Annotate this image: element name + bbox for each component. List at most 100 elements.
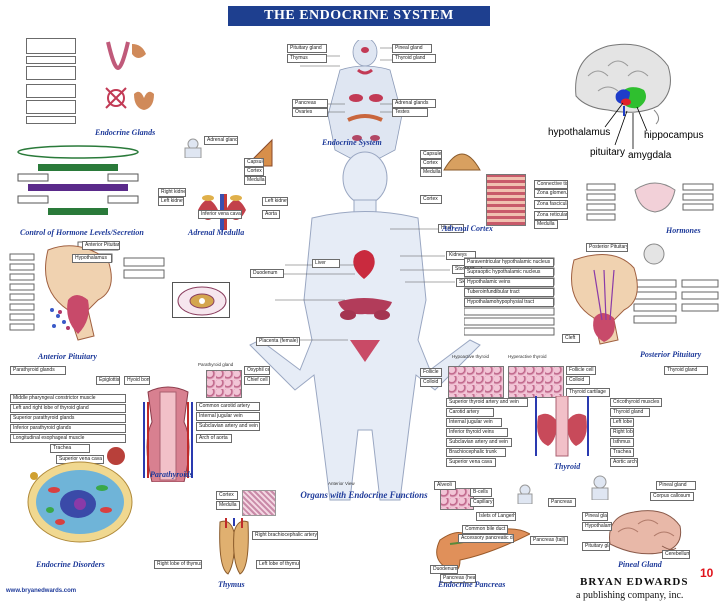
control-panel — [8, 144, 148, 226]
pituitary-label: Hypothalamohypophysial tract — [464, 298, 554, 307]
thyroid-label: Superior thyroid artery and vein — [446, 398, 528, 407]
parathyroid-label: Subclavian artery and vein — [196, 422, 260, 431]
parathyroid-label: Middle pharyngeal constrictor muscle — [10, 394, 126, 403]
brain-label-pituitary: pituitary — [590, 147, 626, 158]
endocrine-glands-panel — [26, 36, 156, 126]
cortex-label: Zona glomerulosa — [534, 189, 568, 198]
pituitary-label: Cleft — [562, 334, 580, 343]
thymus-label: Cortex — [216, 491, 238, 500]
parathyroid-heading: Parathyroid gland — [198, 362, 234, 367]
pituitary-label: Hypothalamic veins — [464, 278, 554, 287]
parathyroid-label: Common carotid artery — [196, 402, 260, 411]
cortex-label: Medulla — [420, 168, 442, 177]
pancreas-label: Accessory pancreatic duct — [458, 534, 514, 543]
thyroid-label: Left lobe — [610, 418, 634, 427]
upper-figure — [327, 40, 403, 159]
adrenal-label: Left kidney — [262, 197, 288, 206]
publisher-url: www.bryanedwards.com — [6, 588, 77, 594]
thyroid-label: Brachiocephalic trunk — [446, 448, 506, 457]
pituitary-label: Posterior Pituitary — [586, 243, 628, 252]
caption-endocrine-system: Endocrine System — [322, 138, 382, 147]
thyroid-panel: Hypoactive thyroid Hyperactive thyroid — [444, 354, 614, 398]
parathyroid-label: Trachea — [50, 444, 90, 453]
system-label: Pancreas — [292, 99, 328, 108]
thymus-label: Medulla — [216, 501, 240, 510]
brain-label-hippocampus: hippocampus — [644, 130, 704, 141]
thyroid-label: Aortic arch — [610, 458, 638, 467]
adrenal-cortex-panel — [420, 138, 530, 228]
caption-endocrine-pancreas: Endocrine Pancreas — [438, 580, 506, 589]
thyroid-label: Thyroid gland — [610, 408, 650, 417]
body-organs — [338, 250, 392, 362]
thyroid-label: Isthmus — [610, 438, 634, 447]
caption-pineal-gland: Pineal Gland — [618, 560, 662, 569]
adrenal-label: Right kidney — [158, 188, 186, 197]
publisher-subtitle: a publishing company, inc. — [576, 590, 684, 601]
body-label: Heart — [438, 224, 464, 233]
system-label: Thyroid gland — [392, 54, 436, 63]
thyroid-label: Follicle — [420, 368, 442, 377]
body-label: Placenta (female) — [256, 337, 300, 346]
caption-anterior-pituitary: Anterior Pituitary — [38, 352, 97, 361]
thymus-label: Left lobe of thymus — [256, 560, 300, 569]
caption-adrenal-cortex: Adrenal Cortex — [442, 224, 493, 233]
caption-hormones: Hormones — [666, 226, 701, 235]
thyroid-label: Carotid artery — [446, 408, 494, 417]
thyroid-label: Right lobe — [610, 428, 634, 437]
cortex-label: Connective tissue — [534, 180, 568, 189]
cortex-label: Zona fasciculata — [534, 200, 568, 209]
thyroid-label: Internal jugular vein — [446, 418, 502, 427]
pancreas-label: Pancreas (tail) — [530, 536, 568, 545]
system-label: Testes — [392, 108, 428, 117]
anterior-pituitary-panel — [8, 240, 178, 350]
hormones-panel — [585, 180, 715, 228]
thyroid-hyper: Hyperactive thyroid — [508, 354, 547, 359]
parathyroid-label: Internal jugular vein — [196, 412, 260, 421]
caption-organs: Organs with Endocrine Functions — [300, 490, 428, 500]
pituitary-label: Anterior Pituitary — [82, 241, 120, 250]
cortex-label: Cortex — [420, 195, 442, 204]
brain-leaders — [604, 102, 648, 149]
parathyroid-label: Parathyroid glands — [10, 366, 66, 375]
cell-illustration — [27, 447, 133, 543]
thyroid-label: Follicle cell — [566, 366, 596, 375]
parathyroid-label: Inferior parathyroid glands — [10, 424, 126, 433]
parathyroid-label: Longitudinal esophageal muscle — [10, 434, 126, 443]
pancreas-label: B-cells — [470, 488, 492, 497]
publisher-name: Bryan Edwards — [580, 576, 689, 588]
thyroid-hypo: Hypoactive thyroid — [452, 354, 490, 359]
pineal-label: Pineal gland — [656, 481, 696, 490]
pituitary-label: Paraventricular hypothalamic nucleus — [464, 258, 554, 267]
cortex-label: Zona reticularis — [534, 211, 568, 220]
pituitary-label: Supraoptic hypothalamic nucleus — [464, 268, 554, 277]
pineal-brain — [609, 510, 682, 555]
parathyroid-label: Arch of aorta — [196, 434, 232, 443]
caption-thyroid: Thyroid — [554, 462, 581, 471]
adrenal-label: Inferior vena cava — [198, 210, 242, 219]
pancreas-label: Pancreas — [548, 498, 576, 507]
system-label: Adrenal glands — [392, 99, 436, 108]
thymus-label: Right lobe of thymus — [154, 560, 202, 569]
adrenal-label: Capsule — [244, 158, 264, 167]
body-figure — [249, 40, 481, 501]
anterior-view-label: Anterior View — [328, 481, 355, 486]
adrenal-label: Adrenal glands — [204, 136, 238, 145]
caption-parathyroids: Parathyroids — [150, 470, 193, 479]
pancreas-label: Capillary — [470, 498, 494, 507]
brain-label-amygdala: amygdala — [628, 150, 672, 161]
caption-endocrine-disorders: Endocrine Disorders — [36, 560, 105, 569]
pituitary-label: Hypothalamus — [72, 254, 112, 263]
brain-inset — [568, 36, 678, 126]
parathyroid-label: Oxyphil cell — [244, 366, 270, 375]
pancreas-label: Islets of Langerhans — [476, 512, 516, 521]
cortex-label: Medulla — [534, 220, 558, 229]
cortex-label: Capsule — [420, 150, 442, 159]
thyroid-label: Colloid — [566, 376, 590, 385]
thymus-label: Right brachiocephalic artery — [252, 531, 318, 540]
pineal-figure-icon — [591, 475, 609, 500]
pancreas-label: Pancreas (head) — [440, 574, 476, 583]
adrenal-label: Aorta — [262, 210, 280, 219]
thyroid-label: Cricothyroid muscles — [610, 398, 662, 407]
body-label: Kidneys — [446, 251, 476, 260]
body-label: Duodenum — [250, 269, 284, 278]
